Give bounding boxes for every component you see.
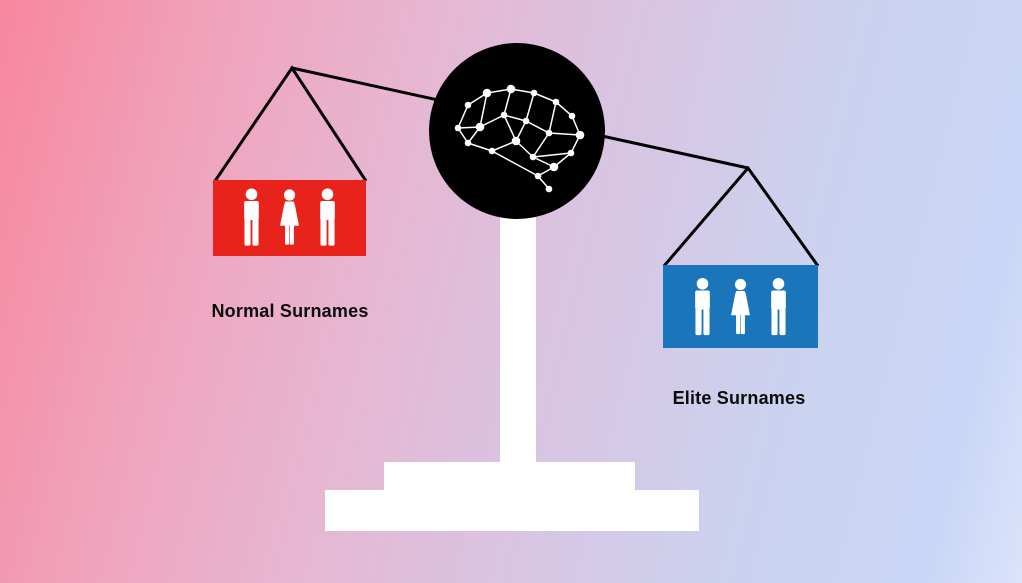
fulcrum-circle (429, 43, 605, 219)
scale-post (500, 212, 536, 492)
left-hanger (213, 65, 368, 182)
elite-surnames-panel (663, 265, 818, 348)
normal-surnames-panel (213, 180, 366, 256)
scale-base-upper (384, 462, 635, 492)
brain-network-icon (454, 84, 585, 193)
normal-surnames-label: Normal Surnames (211, 301, 369, 321)
elite-surnames-label: Elite Surnames (672, 388, 806, 408)
right-hanger (662, 165, 820, 267)
scale-base-lower (325, 490, 699, 531)
